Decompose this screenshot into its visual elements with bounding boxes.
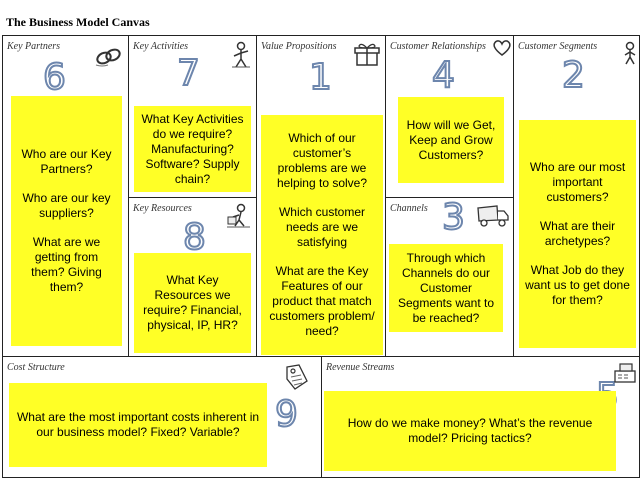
forklift-worker-icon xyxy=(227,203,250,228)
block-customer-relationships: Customer Relationships 4 How will we Get… xyxy=(385,35,514,198)
note-key-resources: What Key Resources we require? Financial… xyxy=(134,253,251,353)
block-label: Customer Relationships xyxy=(390,41,486,52)
block-revenue-streams: Revenue Streams 5 How do we make money? … xyxy=(321,356,640,478)
block-label: Cost Structure xyxy=(7,362,65,373)
block-key-partners: Key Partners 6 Who are our Key Partners?… xyxy=(2,35,129,357)
note-line: How do we make money? What’s the revenue… xyxy=(347,416,593,445)
block-number: 7 xyxy=(176,53,201,94)
block-number: 6 xyxy=(42,57,67,98)
price-tag-icon xyxy=(286,364,308,390)
note-line: What Key Activities do we require? Manuf… xyxy=(141,111,244,186)
note-line: Who are our key suppliers? xyxy=(22,191,111,220)
block-number: 1 xyxy=(308,57,333,98)
chain-link-icon xyxy=(95,48,121,67)
block-label: Value Propositions xyxy=(261,41,337,52)
note-revenue-streams: How do we make money? What’s the revenue… xyxy=(324,391,616,471)
page-title: The Business Model Canvas xyxy=(6,15,150,29)
block-label: Key Partners xyxy=(7,41,61,52)
worker-icon xyxy=(232,41,250,68)
gift-box-icon xyxy=(354,43,380,66)
block-label: Channels xyxy=(390,203,428,214)
note-line: Through which Channels do our Customer S… xyxy=(397,250,495,325)
note-line: What are the Key Features of our product… xyxy=(269,264,375,338)
block-channels: Channels 3 Through which Channels do our… xyxy=(385,197,514,357)
block-key-resources: Key Resources 8 What Key Resources we re… xyxy=(128,197,257,357)
block-label: Customer Segments xyxy=(518,41,598,52)
note-line: What are their archetypes? xyxy=(539,219,616,248)
block-number: 9 xyxy=(274,394,299,435)
block-label: Key Resources xyxy=(133,203,192,214)
note-line: What Key Resources we require? Financial… xyxy=(143,273,242,332)
cash-register-icon xyxy=(614,363,636,383)
note-channels: Through which Channels do our Customer S… xyxy=(389,244,503,332)
block-customer-segments: Customer Segments 2 Who are our most imp… xyxy=(513,35,640,357)
block-number: 8 xyxy=(182,217,207,258)
heart-icon xyxy=(493,40,511,56)
block-cost-structure: Cost Structure 9 What are the most impor… xyxy=(2,356,322,478)
note-line: Which of our customer’s problems are we … xyxy=(276,131,368,190)
note-customer-relationships: How will we Get, Keep and Grow Customers… xyxy=(398,97,504,183)
note-value-propositions: Which of our customer’s problems are we … xyxy=(261,115,383,355)
delivery-truck-icon xyxy=(477,205,509,227)
block-value-propositions: Value Propositions 1 Which of our custom… xyxy=(256,35,386,357)
block-label: Key Activities xyxy=(133,41,189,52)
block-label: Revenue Streams xyxy=(326,362,395,373)
block-key-activities: Key Activities 7 What Key Activities do … xyxy=(128,35,257,198)
note-key-activities: What Key Activities do we require? Manuf… xyxy=(134,106,251,192)
person-icon xyxy=(624,41,636,65)
block-number: 3 xyxy=(441,197,466,238)
note-line: Who are our most important customers? xyxy=(529,160,626,204)
block-number: 4 xyxy=(431,55,456,96)
note-line: What are we getting from them? Giving th… xyxy=(31,235,102,294)
note-line: Who are our Key Partners? xyxy=(21,147,112,176)
note-line: What Job do they want us to get done for… xyxy=(525,263,630,307)
note-key-partners: Who are our Key Partners? Who are our ke… xyxy=(11,96,122,346)
note-line: Which customer needs are we satisfying xyxy=(278,205,366,249)
note-customer-segments: Who are our most important customers? Wh… xyxy=(519,120,636,348)
note-cost-structure: What are the most important costs inhere… xyxy=(9,383,267,467)
note-line: How will we Get, Keep and Grow Customers… xyxy=(406,117,496,162)
note-line: What are the most important costs inhere… xyxy=(16,410,260,439)
block-number: 2 xyxy=(561,55,586,96)
